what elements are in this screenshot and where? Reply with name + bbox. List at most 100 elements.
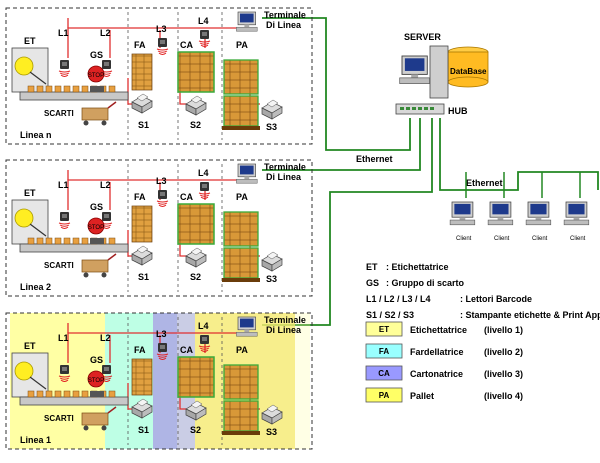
line-frame: [5, 159, 313, 297]
reader-l4: [198, 335, 211, 352]
pa-label: PA: [236, 345, 248, 355]
reader-l1: [58, 365, 71, 382]
ethernet-link-line-n: [262, 17, 411, 151]
client-label-1: Client: [456, 236, 472, 242]
legend-abbr-1: ET: [366, 262, 378, 272]
bottle-10: [108, 85, 116, 93]
bottle-10: [108, 390, 116, 398]
gs-label: GS: [90, 202, 103, 212]
line-terminal: [236, 11, 258, 32]
ca-label: CA: [180, 192, 193, 202]
et-label-roll: [14, 208, 34, 228]
gs-label: GS: [90, 50, 103, 60]
printer-s3: [261, 404, 283, 425]
conveyor: [19, 91, 129, 101]
stop-sign: [87, 217, 105, 235]
printer-s1-label: S1: [138, 272, 149, 282]
bottle-3: [45, 85, 53, 93]
client-computer-4: [563, 201, 590, 226]
fa-label: FA: [134, 192, 146, 202]
reader-l3-label: L3: [156, 329, 167, 339]
level-swatch-ca: [365, 365, 403, 381]
printer-s3: [261, 251, 283, 272]
conveyor: [19, 396, 129, 406]
hub-label: HUB: [448, 106, 468, 116]
client-label-2: Client: [494, 236, 510, 242]
ethernet-link-line-2: [262, 118, 421, 171]
bottle-10: [108, 237, 116, 245]
legend-text-3: : Lettori Barcode: [460, 294, 532, 304]
client-label-4: Client: [570, 236, 586, 242]
bottle-1: [27, 237, 35, 245]
server-monitor: [399, 55, 430, 84]
printer-s3-label: S3: [266, 427, 277, 437]
level-swatch-fa: [365, 343, 403, 359]
pallet-base: [222, 126, 260, 130]
reader-l2-label: L2: [100, 28, 111, 38]
level-number-et: (livello 1): [484, 325, 523, 335]
level-code-fa: FA: [379, 347, 389, 356]
level-name-ca: Cartonatrice: [410, 369, 463, 379]
scarti-label: SCARTI: [44, 261, 74, 270]
legend-text-2: : Gruppo di scarto: [386, 278, 465, 288]
scarti-label: SCARTI: [44, 414, 74, 423]
ethernet-label-clients: Ethernet: [466, 178, 503, 188]
line-frame: [5, 312, 313, 450]
printer-s2: [185, 247, 207, 268]
fa-label: FA: [134, 345, 146, 355]
reader-l1: [58, 212, 71, 229]
terminal-label-1: Terminale: [264, 315, 306, 325]
pa-label: PA: [236, 192, 248, 202]
et-label: ET: [24, 341, 36, 351]
line-frame: [5, 7, 313, 145]
pallet-lower: [223, 247, 259, 279]
printer-s2-label: S2: [190, 120, 201, 130]
bottle-6: [72, 390, 80, 398]
reader-l1: [58, 60, 71, 77]
client-computer-3: [525, 201, 552, 226]
legend-text-4: : Stampante etichette & Print Apply: [460, 310, 600, 320]
legend-abbr-4: S1 / S2 / S3: [366, 310, 414, 320]
reader-l2-label: L2: [100, 180, 111, 190]
stop-sign: [87, 370, 105, 388]
bottle-4: [54, 390, 62, 398]
ethernet-link-line-1: [262, 118, 433, 326]
line-terminal: [236, 316, 258, 337]
bottle-5: [63, 85, 71, 93]
pallet-upper: [223, 211, 259, 247]
legend-abbr-2: GS: [366, 278, 379, 288]
scarti-cart: [81, 259, 109, 273]
reader-l2-label: L2: [100, 333, 111, 343]
ca-label: CA: [180, 345, 193, 355]
ca-label: CA: [180, 40, 193, 50]
level-code-ca: CA: [378, 369, 390, 378]
bottle-3: [45, 390, 53, 398]
scarti-label: SCARTI: [44, 109, 74, 118]
printer-s1-label: S1: [138, 425, 149, 435]
bottle-7: [81, 85, 89, 93]
printer-s3-label: S3: [266, 122, 277, 132]
reader-l4-label: L4: [198, 168, 209, 178]
level-code-pa: PA: [379, 391, 390, 400]
reader-l3-label: L3: [156, 24, 167, 34]
line-name: Linea n: [20, 130, 52, 140]
fa-packs: [131, 53, 153, 91]
printer-s3-label: S3: [266, 274, 277, 284]
gs-label: GS: [90, 355, 103, 365]
level-band-l3: [153, 313, 177, 449]
stop-sign-text: STOP: [88, 378, 104, 384]
terminal-label-1: Terminale: [264, 162, 306, 172]
bottle-1: [27, 390, 35, 398]
fa-label: FA: [134, 40, 146, 50]
level-name-et: Etichettatrice: [410, 325, 467, 335]
level-number-pa: (livello 4): [484, 391, 523, 401]
printer-s3: [261, 99, 283, 120]
terminal-label-1: Terminale: [264, 10, 306, 20]
terminal-label-2: Di Linea: [266, 325, 302, 335]
